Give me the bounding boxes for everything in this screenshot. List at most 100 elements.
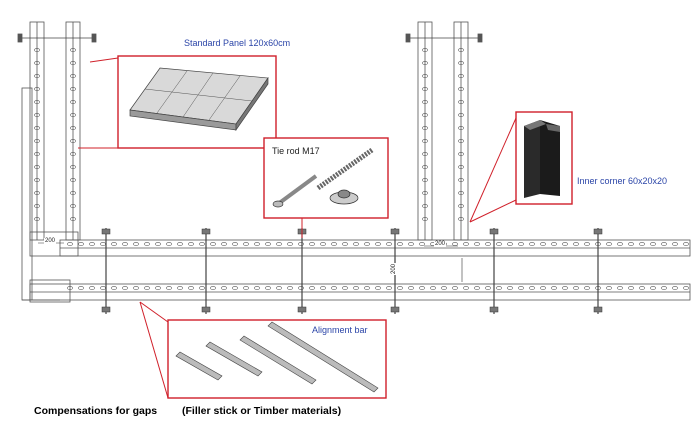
- panel-hole: [243, 286, 249, 290]
- panel-hole: [34, 191, 40, 195]
- panel-hole: [34, 87, 40, 91]
- panel-hole: [210, 286, 216, 290]
- panel-hole: [422, 217, 428, 221]
- panel-hole: [331, 242, 337, 246]
- tie-rod-nut: [593, 306, 603, 313]
- panel-hole: [529, 286, 535, 290]
- panel-hole: [661, 242, 667, 246]
- panel-hole: [463, 242, 469, 246]
- panel-hole: [422, 113, 428, 117]
- panel-hole: [518, 242, 524, 246]
- panel-hole: [683, 242, 689, 246]
- tie-rod-nut: [297, 306, 307, 313]
- panel-hole: [287, 242, 293, 246]
- panel-hole: [89, 242, 95, 246]
- panel-hole: [606, 242, 612, 246]
- panel-hole: [584, 286, 590, 290]
- panel-hole: [70, 217, 76, 221]
- panel-hole: [309, 286, 315, 290]
- panel-hole: [70, 87, 76, 91]
- panel-hole: [422, 165, 428, 169]
- panel-hole: [166, 286, 172, 290]
- panel-hole: [452, 242, 458, 246]
- panel-hole: [34, 139, 40, 143]
- panel-hole: [320, 286, 326, 290]
- panel-hole: [518, 286, 524, 290]
- panel-hole: [551, 286, 557, 290]
- tie-rod-nut: [390, 306, 400, 313]
- panel-hole: [458, 139, 464, 143]
- panel-hole: [78, 242, 84, 246]
- panel-hole: [70, 178, 76, 182]
- right-gap-dimension: 200: [434, 241, 447, 247]
- panel-hole: [386, 242, 392, 246]
- panel-hole: [422, 100, 428, 104]
- panel-hole: [639, 242, 645, 246]
- panel-hole: [111, 242, 117, 246]
- panel-hole: [221, 242, 227, 246]
- panel-hole: [562, 242, 568, 246]
- panel-hole: [254, 286, 260, 290]
- panel-hole: [458, 100, 464, 104]
- panel-hole: [458, 165, 464, 169]
- panel-hole: [232, 242, 238, 246]
- panel-hole: [177, 242, 183, 246]
- panel-hole: [507, 242, 513, 246]
- panel-hole: [100, 286, 106, 290]
- inner-corner-label: Inner corner 60x20x20: [577, 176, 668, 186]
- panel-hole: [34, 100, 40, 104]
- panel-hole: [430, 286, 436, 290]
- panel-hole: [298, 286, 304, 290]
- left-column-holes: [34, 48, 76, 221]
- inner-corner-callout: [469, 111, 573, 223]
- panel-hole: [422, 152, 428, 156]
- panel-hole: [540, 242, 546, 246]
- panel-hole: [458, 126, 464, 130]
- tie-rod-nut: [593, 228, 603, 235]
- panel-hole: [458, 87, 464, 91]
- caption-note: (Filler stick or Timber materials): [182, 405, 342, 417]
- left-vertical-column: [17, 21, 97, 301]
- panel-hole: [243, 242, 249, 246]
- panel-hole: [144, 242, 150, 246]
- tie-rod-nut: [101, 306, 111, 313]
- panel-hole: [100, 242, 106, 246]
- panel-hole: [617, 286, 623, 290]
- panel-hole: [177, 286, 183, 290]
- panel-hole: [375, 242, 381, 246]
- panel-hole: [397, 286, 403, 290]
- panel-hole: [276, 286, 282, 290]
- panel-hole: [70, 139, 76, 143]
- panel-hole: [458, 191, 464, 195]
- panel-hole: [70, 113, 76, 117]
- panel-hole: [70, 191, 76, 195]
- panel-hole: [70, 61, 76, 65]
- panel-hole: [309, 242, 315, 246]
- panel-hole: [221, 286, 227, 290]
- panel-hole: [573, 242, 579, 246]
- panel-hole: [422, 204, 428, 208]
- panel-hole: [210, 242, 216, 246]
- panel-hole: [364, 286, 370, 290]
- right-column-holes: [422, 48, 464, 221]
- panel-hole: [683, 286, 689, 290]
- panel-hole: [320, 242, 326, 246]
- panel-hole: [496, 286, 502, 290]
- panel-hole: [562, 286, 568, 290]
- panel-hole: [265, 286, 271, 290]
- panel-hole: [474, 286, 480, 290]
- panel-hole: [122, 286, 128, 290]
- panel-hole: [458, 48, 464, 52]
- tie-rod-callout: [263, 137, 389, 238]
- panel-hole: [422, 191, 428, 195]
- left-gap-dimension: 200: [44, 238, 57, 244]
- panel-hole: [422, 61, 428, 65]
- panel-hole: [422, 87, 428, 91]
- panel-hole: [34, 61, 40, 65]
- caption-main: Compensations for gaps: [34, 405, 158, 417]
- tie-rod-nut: [489, 228, 499, 235]
- panel-hole: [485, 242, 491, 246]
- bottom-horizontal-row: [29, 279, 691, 303]
- panel-hole: [422, 48, 428, 52]
- panel-hole: [342, 242, 348, 246]
